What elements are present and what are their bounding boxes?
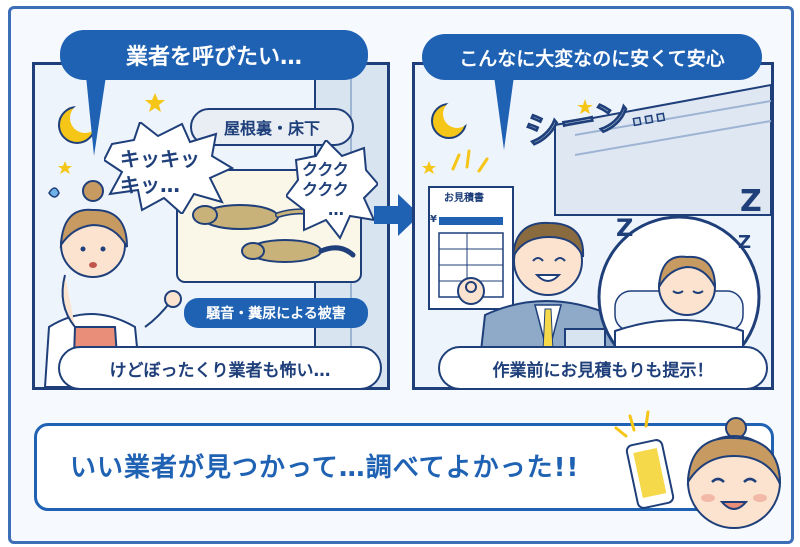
sound-text-right-1: ククク [302,160,349,179]
sound-text-left-1: キッキッ [120,147,200,171]
sweat-drop-icon [48,187,60,198]
happy-woman-character [686,417,781,529]
sound-text-right-2: ククク [302,180,349,199]
conclusion-text: いい業者が見つかって…調べてよかった!! [70,453,580,483]
sound-text-left-2: キッ… [120,173,180,197]
star-icon [58,161,72,174]
sleep-z-icon: Z [616,214,634,242]
sleep-z-icon: Z [740,184,762,219]
smartphone-icon [625,439,675,509]
estimate-currency: ¥ [430,214,437,225]
location-tag: 屋根裏・床下 [190,108,354,146]
estimate-caption: 作業前にお見積もりも提示！ [438,346,768,390]
house-roof [554,83,771,216]
sparkle-icon [451,149,489,173]
star-icon [145,93,165,112]
star-icon [577,99,593,114]
sound-burst-left [104,122,234,214]
speech-tail [494,76,514,150]
estimate-title: お見積書 [444,193,484,204]
left-speech-bubble: 業者を呼びたい… [60,30,368,80]
right-speech-bubble: こんなに大変なのに安くて安心 [422,34,762,80]
animal-icon [241,239,356,263]
happy-woman-art [614,410,781,529]
star-icon [422,161,436,174]
sleep-z-icon: Z [738,232,752,253]
worry-caption: けどぼったくり業者も怖い… [58,346,382,390]
moon-icon [431,100,471,139]
estimate-document [428,186,514,310]
arrow-right-icon [374,194,420,236]
sparkle-icon [614,410,650,438]
damage-tag: 騒音・糞尿による被害 [184,298,368,328]
sound-text-right-3: … [328,200,344,219]
speech-tail [86,76,106,156]
